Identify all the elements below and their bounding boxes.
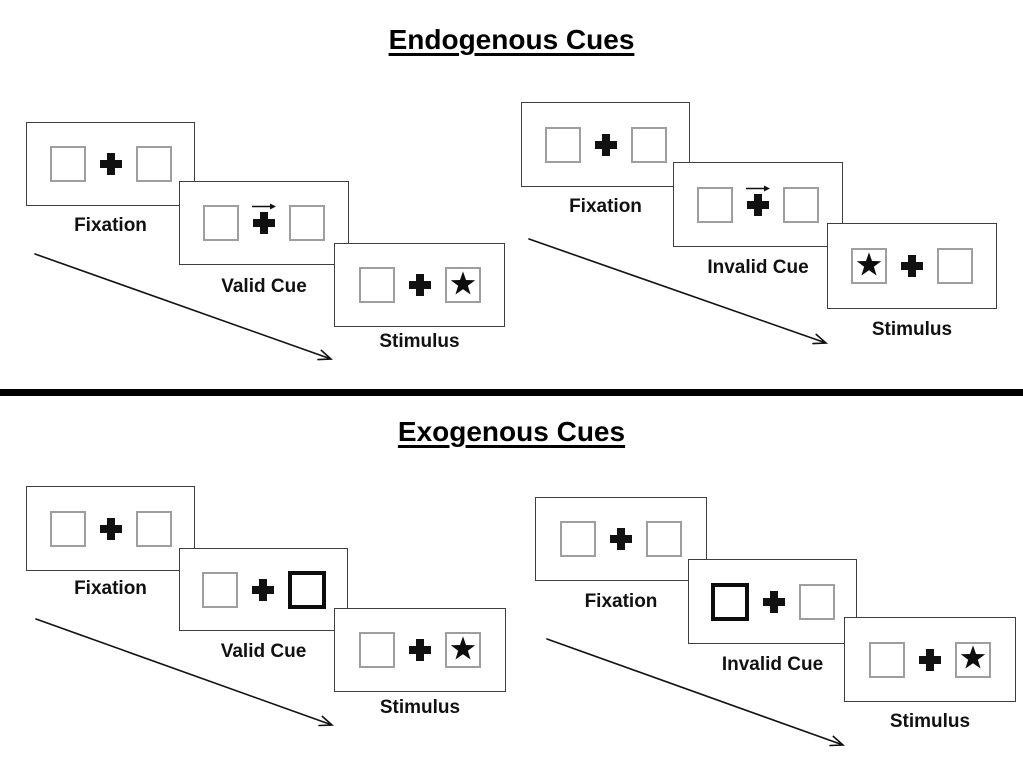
placeholder-box-left [869,641,905,678]
cue-panel [673,162,843,247]
placeholder-box-right [289,205,325,241]
placeholder-box-left [203,205,239,241]
placeholder-box-right [135,146,172,182]
star-icon [855,250,883,283]
stimulus-panel [334,243,505,327]
fixation-cross-icon [762,590,785,613]
panel-label-stimulus: Stimulus [379,331,460,352]
cue-arrow-right-icon [252,198,276,216]
fixation-panel [535,497,707,581]
placeholder-box-left [544,126,581,163]
section-divider [0,389,1023,396]
stimulus-panel [827,223,997,309]
cue-panel [179,181,349,265]
target-box-right [955,641,991,678]
placeholder-box-right [630,126,667,163]
fixation-cross-icon [409,639,431,661]
cue-highlight-box-left [710,582,749,621]
sequence-arrow-icon [528,238,829,345]
panel-label-fixation: Fixation [74,215,147,236]
panel-label-valid-cue: Valid Cue [220,641,307,662]
cue-arrow-right-icon [746,180,770,198]
section-title-exogenous: Exogenous Cues [397,416,626,447]
fixation-panel [26,122,195,206]
placeholder-box-left [359,632,395,668]
panel-label-fixation: Fixation [74,578,147,599]
fixation-cross-icon [99,517,122,540]
placeholder-box-left [49,510,86,547]
section-title-endogenous: Endogenous Cues [388,24,635,55]
fixation-cross-icon [99,153,122,175]
sequence-arrow-icon [34,253,334,361]
placeholder-box-left [49,146,86,182]
placeholder-box-left [358,267,395,303]
placeholder-box-right [798,583,835,620]
placeholder-box-right [937,248,973,284]
fixation-cross-icon [408,274,431,296]
sequence-arrow-icon [546,638,846,747]
panel-label-fixation: Fixation [584,591,658,612]
sequence-arrow-icon [35,618,335,727]
cue-panel [688,559,857,644]
panel-label-valid-cue: Valid Cue [221,276,307,297]
target-box-right [445,632,481,668]
stimulus-panel [334,608,506,692]
panel-label-stimulus: Stimulus [379,697,461,718]
fixation-cross-icon [746,185,770,216]
placeholder-box-right [783,186,819,223]
star-icon [449,634,477,667]
fixation-cross-icon [594,133,617,156]
panel-label-stimulus: Stimulus [871,319,953,340]
panel-label-invalid-cue: Invalid Cue [707,257,809,278]
star-icon [449,269,477,302]
star-icon [959,643,987,676]
panel-label-fixation: Fixation [569,196,642,217]
placeholder-box-left [201,571,238,608]
fixation-cross-icon [901,255,923,277]
cue-panel [179,548,348,631]
stimulus-panel [844,617,1016,702]
fixation-panel [26,486,195,571]
placeholder-box-left [697,186,733,223]
panel-label-stimulus: Stimulus [889,711,971,732]
fixation-cross-icon [919,648,941,671]
fixation-cross-icon [610,528,632,550]
placeholder-box-left [560,521,596,557]
placeholder-box-right [646,521,682,557]
target-box-right [444,267,481,303]
fixation-cross-icon [252,203,276,234]
cue-highlight-box-right [287,570,326,609]
fixation-cross-icon [251,578,274,601]
panel-label-invalid-cue: Invalid Cue [721,654,824,675]
target-box-left [851,248,887,284]
placeholder-box-right [135,510,172,547]
fixation-panel [521,102,690,187]
